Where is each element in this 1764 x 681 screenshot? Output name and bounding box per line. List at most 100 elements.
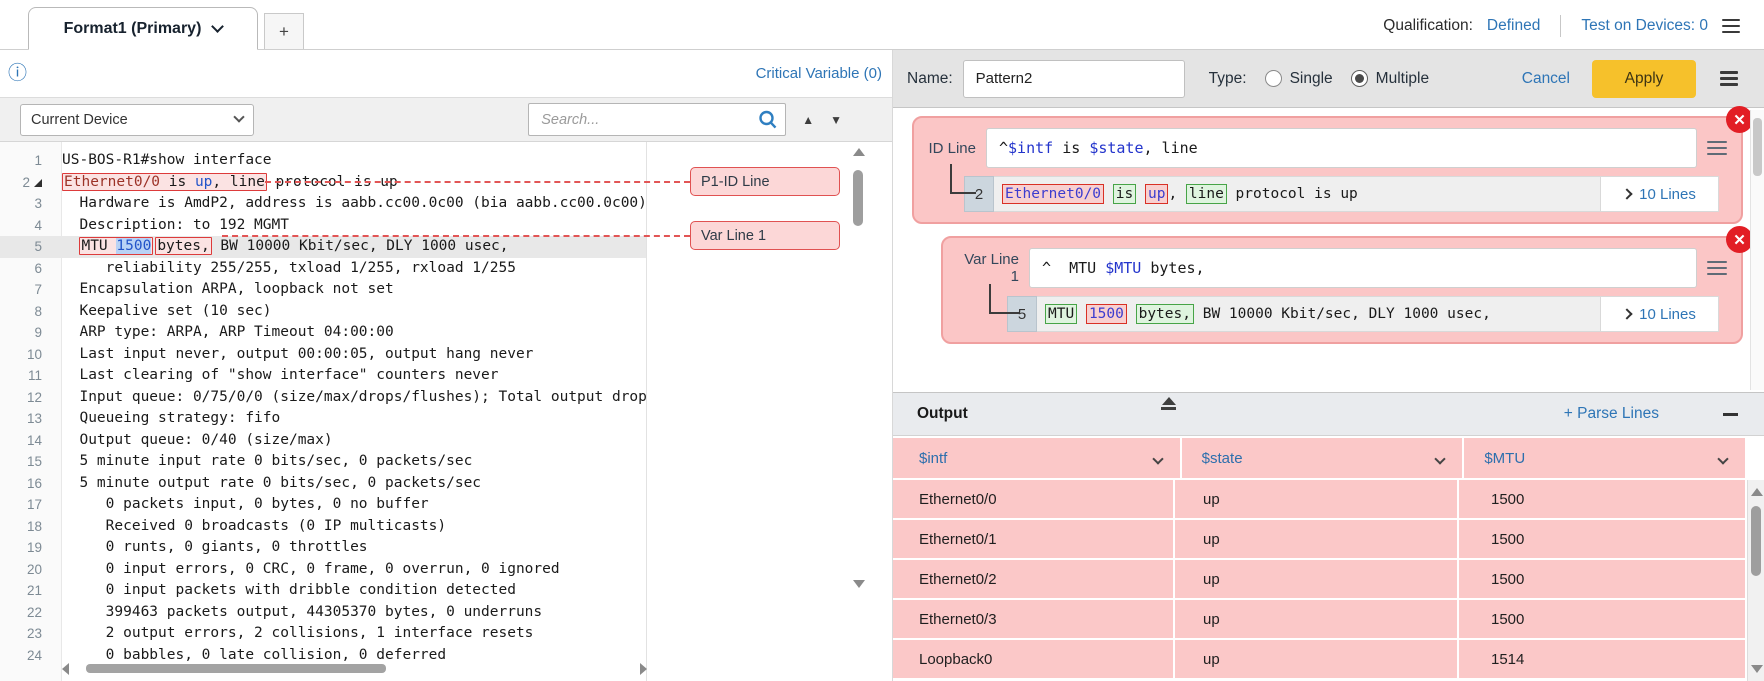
annotation-label-p1-id-line[interactable]: P1-ID Line	[690, 167, 840, 196]
card-menu-icon[interactable]	[1707, 140, 1727, 156]
qualification-value-link[interactable]: Defined	[1486, 17, 1541, 34]
scroll-right-arrow[interactable]	[640, 663, 647, 675]
tab-format1-primary[interactable]: Format1 (Primary)	[28, 7, 258, 50]
code-vertical-scrollbar[interactable]	[850, 148, 867, 588]
critical-variable-link[interactable]: Critical Variable (0)	[755, 65, 882, 82]
code-line[interactable]: 7 Encapsulation ARPA, loopback not set	[0, 279, 646, 301]
chevron-down-icon[interactable]	[1434, 453, 1447, 465]
column-header-state[interactable]: $state	[1181, 438, 1463, 478]
device-select[interactable]: Current Device	[20, 103, 254, 136]
code-line[interactable]: 15 5 minute input rate 0 bits/sec, 0 pac…	[0, 451, 646, 473]
code-line[interactable]: 24 0 babbles, 0 late collision, 0 deferr…	[0, 645, 646, 667]
code-line[interactable]: 14 Output queue: 0/40 (size/max)	[0, 430, 646, 452]
id-line-pattern-input[interactable]: ^$intf is $state, line	[986, 128, 1697, 168]
apply-button[interactable]: Apply	[1592, 59, 1696, 98]
search-input[interactable]	[541, 111, 758, 128]
menu-icon[interactable]	[1722, 18, 1740, 34]
output-header: Output + Parse Lines	[893, 392, 1764, 436]
test-on-devices-link[interactable]: Test on Devices: 0	[1581, 17, 1708, 34]
scroll-left-arrow[interactable]	[62, 663, 69, 675]
close-icon[interactable]: ✕	[1726, 226, 1753, 253]
fold-marker-icon[interactable]	[34, 178, 42, 187]
line-number: 21	[26, 583, 42, 598]
chevron-down-icon	[233, 111, 245, 123]
add-parse-lines-button[interactable]: + Parse Lines	[1563, 405, 1659, 422]
code-line[interactable]: 19 0 runts, 0 giants, 0 throttles	[0, 537, 646, 559]
chevron-right-icon	[1621, 188, 1633, 200]
table-cell: up	[1175, 600, 1457, 638]
code-line[interactable]: 13 Queueing strategy: fifo	[0, 408, 646, 430]
table-scrollbar[interactable]	[1747, 480, 1764, 681]
code-line-text: 399463 packets output, 44305370 bytes, 0…	[62, 603, 543, 620]
expand-lines-button[interactable]: 10 Lines	[1601, 296, 1719, 332]
pattern-editor-panel: Name: Type: Single Multiple Cancel Apply…	[893, 50, 1764, 681]
code-line[interactable]: 17 0 packets input, 0 bytes, 0 no buffer	[0, 494, 646, 516]
code-line-text: 5 minute input rate 0 bits/sec, 0 packet…	[62, 453, 473, 469]
code-line[interactable]: 9 ARP type: ARPA, ARP Timeout 04:00:00	[0, 322, 646, 344]
code-line[interactable]: 20 0 input errors, 0 CRC, 0 frame, 0 ove…	[0, 559, 646, 581]
scrollbar-thumb[interactable]	[853, 170, 863, 226]
table-cell: up	[1175, 640, 1457, 678]
code-line[interactable]: 21 0 input packets with dribble conditio…	[0, 580, 646, 602]
table-cell: up	[1175, 560, 1457, 598]
code-line[interactable]: 16 5 minute output rate 0 bits/sec, 0 pa…	[0, 473, 646, 495]
table-cell: Ethernet0/2	[893, 560, 1173, 598]
close-icon[interactable]: ✕	[1726, 106, 1753, 133]
code-line[interactable]: 8 Keepalive set (10 sec)	[0, 301, 646, 323]
info-icon[interactable]: ⓘ	[8, 63, 28, 84]
line-number: 6	[34, 260, 42, 276]
search-icon[interactable]	[757, 109, 779, 131]
var-line-pattern-input[interactable]: ^ MTU $MTU bytes,	[1029, 248, 1697, 288]
line-number: 3	[34, 196, 42, 211]
cards-scrollbar[interactable]	[1750, 110, 1764, 390]
chevron-down-icon[interactable]	[1717, 453, 1729, 465]
column-header-MTU[interactable]: $MTU	[1464, 438, 1746, 478]
collapse-panel-icon[interactable]	[1161, 397, 1176, 410]
line-number: 24	[26, 647, 42, 663]
matched-line-number: 5	[1007, 296, 1037, 332]
scroll-up-arrow[interactable]	[853, 148, 865, 156]
code-line[interactable]: 22 399463 packets output, 44305370 bytes…	[0, 602, 646, 624]
code-line[interactable]: 4 Description: to 192 MGMT	[0, 215, 646, 237]
scrollbar-thumb[interactable]	[86, 664, 386, 673]
code-line-text: Last clearing of "show interface" counte…	[62, 367, 499, 383]
code-line[interactable]: 6 reliability 255/255, txload 1/255, rxl…	[0, 258, 646, 280]
scroll-down-arrow[interactable]	[853, 580, 865, 588]
code-line[interactable]: 23 2 output errors, 2 collisions, 1 inte…	[0, 623, 646, 645]
cancel-button[interactable]: Cancel	[1521, 69, 1570, 87]
find-previous-button[interactable]: ▲	[802, 112, 815, 127]
table-cell: Ethernet0/3	[893, 600, 1173, 638]
radio-multiple[interactable]	[1350, 70, 1368, 87]
code-line[interactable]: 18 Received 0 broadcasts (0 IP multicast…	[0, 516, 646, 538]
code-line[interactable]: 3 Hardware is AmdP2, address is aabb.cc0…	[0, 193, 646, 215]
code-line[interactable]: 10 Last input never, output 00:00:05, ou…	[0, 344, 646, 366]
chevron-down-icon[interactable]	[1152, 453, 1164, 465]
find-next-button[interactable]: ▼	[830, 112, 842, 127]
line-number: 22	[26, 604, 42, 620]
line-number: 4	[34, 217, 42, 233]
expand-lines-button[interactable]: 10 Lines	[1601, 176, 1719, 212]
line-number: 14	[26, 432, 42, 448]
table-cell: up	[1175, 480, 1457, 518]
code-line[interactable]: 12 Input queue: 0/75/0/0 (size/max/drops…	[0, 387, 646, 409]
code-line-text: 5 minute output rate 0 bits/sec, 0 packe…	[62, 474, 482, 491]
code-horizontal-scrollbar[interactable]	[62, 662, 647, 675]
column-header-intf[interactable]: $intf	[893, 438, 1180, 478]
card-menu-icon[interactable]	[1707, 260, 1727, 276]
add-tab-button[interactable]: +	[264, 13, 304, 49]
code-line[interactable]: 11 Last clearing of "show interface" cou…	[0, 365, 646, 387]
table-cell: 1500	[1459, 480, 1745, 518]
annotation-label-var-line-1[interactable]: Var Line 1	[690, 221, 840, 250]
pattern-name-input[interactable]	[962, 59, 1185, 98]
radio-single[interactable]	[1264, 70, 1282, 87]
minimize-icon[interactable]	[1723, 412, 1738, 416]
pattern-menu-icon[interactable]	[1720, 71, 1738, 86]
